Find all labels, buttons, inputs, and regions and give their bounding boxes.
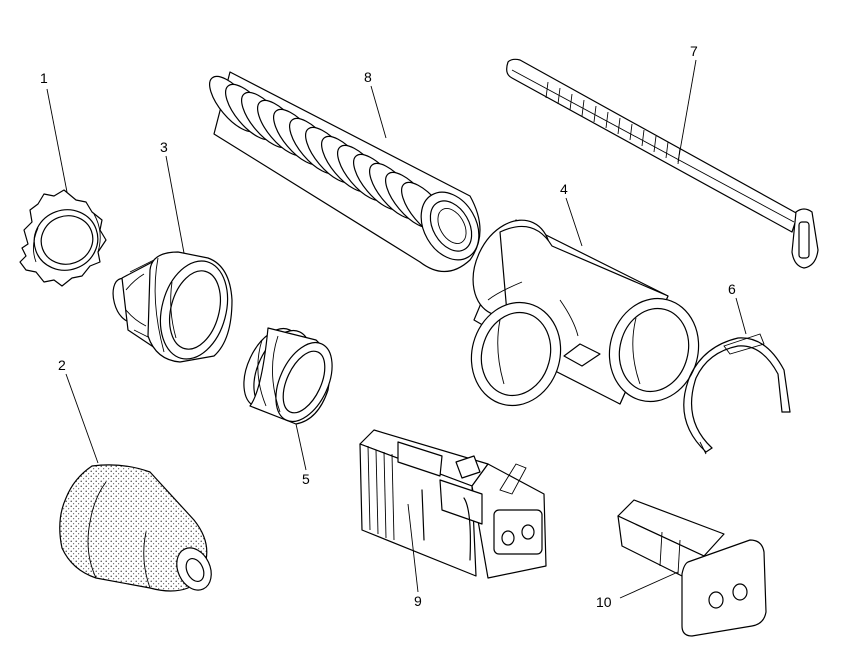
callout-leader-1 [46,88,68,193]
clip-part [683,333,791,455]
callout-9: 9 [414,593,422,609]
locknut-part [19,189,107,287]
tee-part [470,219,700,407]
callout-leader-9 [407,503,419,593]
callout-10: 10 [596,594,612,610]
wedge-lock-part [617,499,767,637]
callout-leader-2 [65,373,99,464]
convoluted-tubing-part [209,71,481,273]
callout-6: 6 [728,281,736,297]
callout-leader-3 [165,155,185,254]
grommet-part [243,327,333,425]
receptacle-connector-part [359,429,547,579]
callout-leader-6 [735,297,747,335]
callout-2: 2 [58,357,66,373]
callout-leader-4 [565,197,583,247]
callout-3: 3 [160,139,168,155]
callout-leader-10 [619,571,679,599]
callout-labels: 1 2 3 4 5 6 7 8 9 10 [40,43,736,610]
callout-leader-5 [295,423,307,471]
callout-7: 7 [690,43,698,59]
callout-4: 4 [560,181,568,197]
callout-5: 5 [302,471,310,487]
callout-leader-7 [677,59,697,163]
callout-8: 8 [364,69,372,85]
adapter-part [112,251,233,363]
callout-1: 1 [40,70,48,86]
boot-part [59,464,212,592]
callout-leader-8 [370,85,387,139]
cable-tie-part [506,58,819,269]
